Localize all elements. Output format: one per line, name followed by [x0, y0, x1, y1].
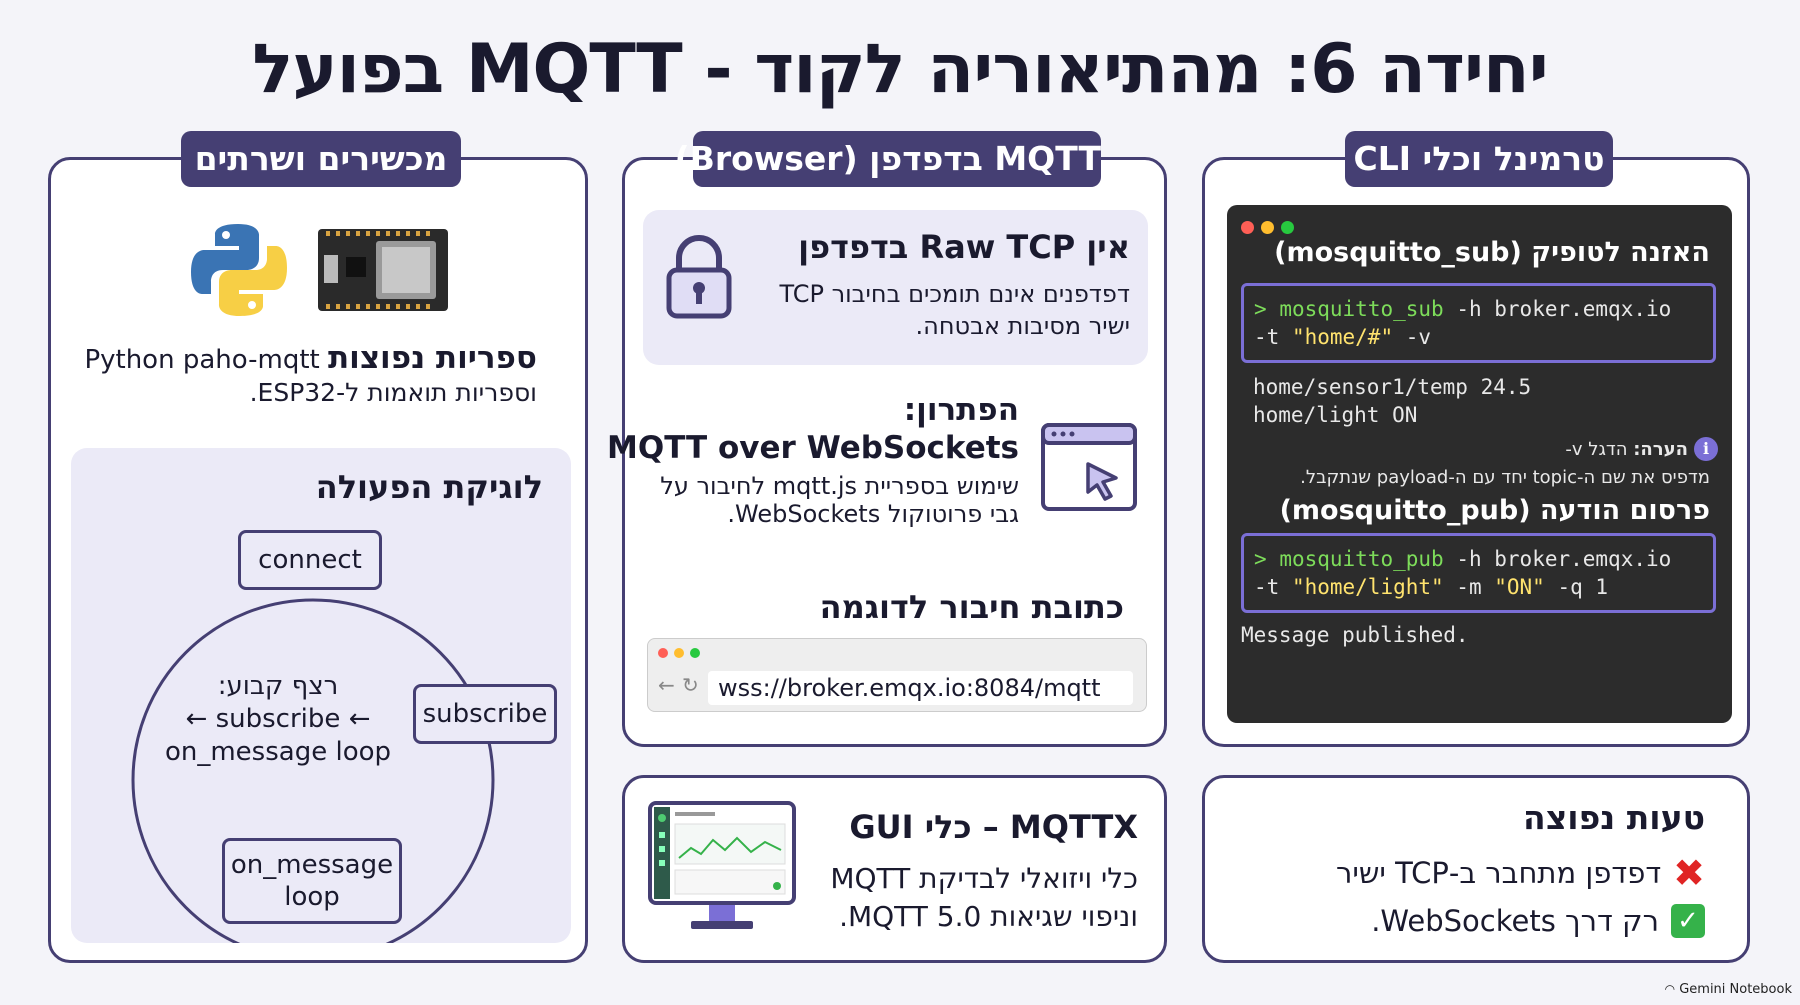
sub-output: home/sensor1/temp 24.5 home/light ON: [1253, 375, 1532, 427]
no-tcp-box: אין Raw TCP בדפדפן דפדפנים אינם תומכים ב…: [643, 210, 1148, 365]
browser-cursor-icon: [1041, 423, 1137, 511]
mistake-right: ✓ רק דרך WebSockets.: [1371, 904, 1705, 938]
devices-panel: מכשירים ושרתים ספריות נפוצות Python paho…: [48, 131, 588, 963]
browser-tab: MQTT בדפדפן (Browser): [675, 131, 1101, 187]
mqttx-desc: כלי ויזואלי לבדיקת MQTT וניפוי שגיאות MQ…: [830, 862, 1138, 933]
pub-heading: פרסום הודעה (mosquitto_pub): [1279, 495, 1710, 526]
mqttx-panel: MQTTX – כלי GUI כלי ויזואלי לבדיקת MQTT …: [622, 775, 1167, 963]
url-field[interactable]: wss://broker.emqx.io:8084/mqtt: [708, 671, 1133, 705]
mqttx-title: MQTTX – כלי GUI: [849, 808, 1138, 846]
python-logo-icon: [191, 224, 287, 316]
monitor-dashboard-icon: [648, 801, 796, 929]
notebook-logo-icon: ◠: [1664, 982, 1676, 996]
sub-command: mosquitto_sub: [1279, 297, 1444, 321]
no-tcp-desc: דפדפנים אינם תומכים בחיבור TCP ישיר מסיב…: [779, 280, 1130, 340]
mistake-wrong: ✖ דפדפן מתחבר ב-TCP ישיר: [1335, 851, 1705, 895]
cross-icon: ✖: [1673, 851, 1705, 895]
libraries-text: ספריות נפוצות Python paho-mqtt וספריות ת…: [84, 340, 537, 407]
close-dot-icon: [1241, 221, 1254, 234]
sub-heading: האזנה לטופיק (mosquitto_sub): [1274, 237, 1710, 268]
esp32-board-icon: [318, 229, 448, 311]
devices-tab: מכשירים ושרתים: [181, 131, 461, 187]
minimize-dot-icon: [1261, 221, 1274, 234]
logic-box: לוגיקת הפעולה connect subscribe on_messa…: [71, 448, 571, 943]
logic-title: לוגיקת הפעולה: [315, 468, 543, 506]
lock-icon: [666, 235, 732, 319]
no-tcp-title: אין Raw TCP בדפדפן: [798, 228, 1130, 266]
check-icon: ✓: [1671, 904, 1705, 938]
node-subscribe: subscribe: [413, 684, 557, 744]
pub-command-box[interactable]: > mosquitto_pub -h broker.emqx.io -t "ho…: [1241, 533, 1716, 613]
sub-command-box[interactable]: > mosquitto_sub -h broker.emqx.io -t "ho…: [1241, 283, 1716, 363]
terminal-window: האזנה לטופיק (mosquitto_sub) > mosquitto…: [1227, 205, 1732, 723]
node-connect: connect: [238, 530, 382, 590]
browser-panel: MQTT בדפדפן (Browser) אין Raw TCP בדפדפן…: [607, 131, 1167, 747]
solution-text: הפתרון: MQTT over WebSockets שימוש בספרי…: [607, 392, 1019, 528]
sub-note: i הערה: הדגל ‎-v מדפיס את שם ה-topic יחד…: [1238, 437, 1718, 488]
node-on-message: on_message loop: [222, 838, 402, 924]
page-title: יחידה 6: מהתיאוריה לקוד - MQTT בפועל: [252, 30, 1548, 109]
browser-address-bar: ← ↻ wss://broker.emqx.io:8084/mqtt: [647, 638, 1147, 712]
cli-tab: טרמינל וכלי CLI: [1345, 131, 1613, 187]
maximize-dot-icon: [1281, 221, 1294, 234]
cycle-center-text: רצף קבוע: ← subscribe ← on_message loop: [164, 671, 392, 767]
mistake-title: טעות נפוצה: [1523, 798, 1705, 837]
mistake-panel: טעות נפוצה ✖ דפדפן מתחבר ב-TCP ישיר ✓ רק…: [1202, 775, 1750, 963]
example-title: כתובת חיבור לדוגמה: [819, 588, 1124, 626]
logic-cycle: [131, 598, 495, 943]
info-icon: i: [1694, 437, 1718, 461]
published-output: Message published.: [1241, 623, 1469, 647]
back-arrow-icon[interactable]: ←: [658, 673, 675, 697]
cli-panel: טרמינל וכלי CLI האזנה לטופיק (mosquitto_…: [1202, 131, 1750, 747]
reload-icon[interactable]: ↻: [682, 673, 699, 697]
pub-command: mosquitto_pub: [1279, 547, 1444, 571]
watermark: ◠ Gemini Notebook: [1664, 982, 1792, 997]
